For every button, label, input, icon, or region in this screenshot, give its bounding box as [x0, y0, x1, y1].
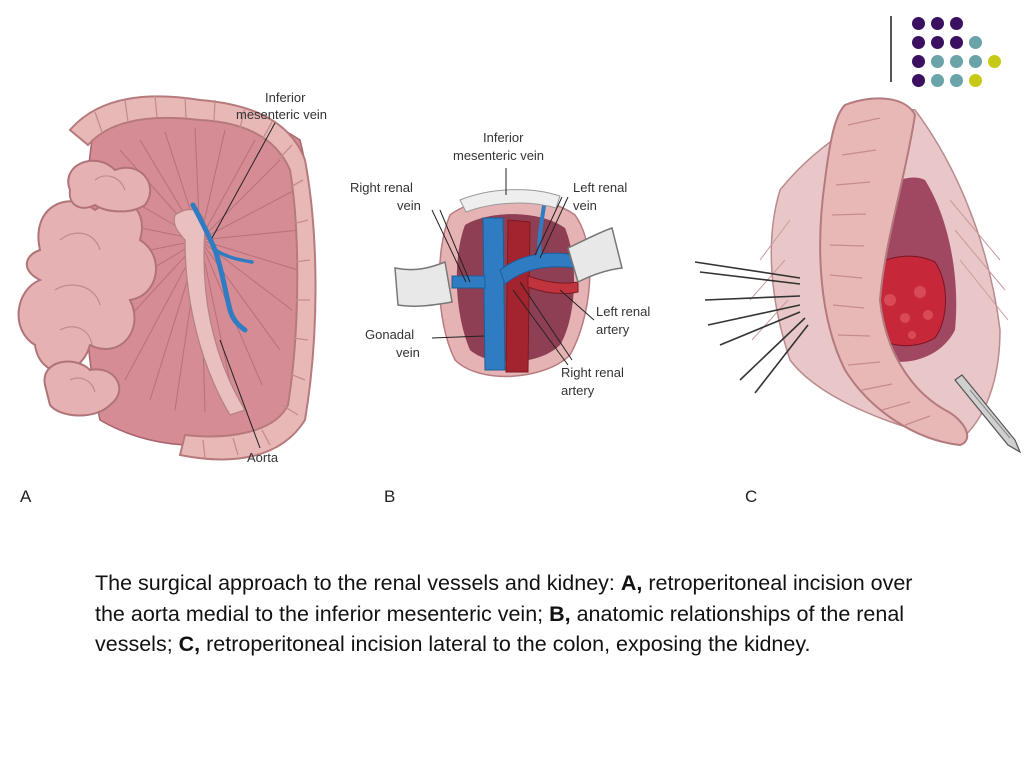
small-bowel-folds	[54, 175, 126, 393]
label-left-renal-vein-line2: vein	[573, 198, 597, 213]
label-a-imv-line2: mesenteric vein	[236, 107, 327, 122]
caption-a-label: A,	[620, 571, 643, 595]
colon-haustra-c	[829, 117, 931, 426]
label-b-imv-line2: mesenteric vein	[453, 148, 544, 163]
colon-reflected	[819, 97, 969, 447]
leader-line-a-imv	[211, 122, 276, 239]
retractor-right	[567, 227, 623, 284]
colon-frame	[68, 95, 317, 461]
vena-cava	[482, 217, 506, 371]
decor-dot	[950, 55, 963, 68]
caption-b-label: B,	[549, 601, 571, 626]
retractor-top	[459, 189, 561, 213]
label-a-imv-line1: Inferior	[265, 90, 306, 105]
decor-dot	[969, 55, 982, 68]
panel-letter-a: A	[20, 487, 32, 506]
decor-dot	[931, 74, 944, 87]
decor-dot	[950, 17, 963, 30]
decor-dot	[912, 74, 925, 87]
retractor-left	[394, 260, 453, 307]
label-right-renal-artery-line1: Right renal	[561, 365, 624, 380]
anatomy-figure: Inferior mesenteric vein Aorta A	[17, 90, 1022, 506]
left-renal-artery	[527, 275, 579, 295]
decor-dot	[969, 74, 982, 87]
label-a-aorta: Aorta	[247, 450, 279, 465]
decor-dot	[950, 36, 963, 49]
decor-dot	[931, 36, 944, 49]
right-renal-vein	[451, 275, 486, 289]
panel-b-illustration: Inferior mesenteric vein Right renal vei…	[350, 130, 650, 506]
figure-caption: The surgical approach to the renal vesse…	[95, 568, 935, 660]
decor-dot	[912, 55, 925, 68]
label-left-renal-vein-line1: Left renal	[573, 180, 627, 195]
colon-haustra	[94, 95, 311, 459]
panel-c-illustration: C	[694, 97, 1022, 506]
leader-lines-b	[431, 168, 595, 366]
decor-dot	[931, 17, 944, 30]
label-right-renal-vein-line1: Right renal	[350, 180, 413, 195]
decor-dot	[969, 36, 982, 49]
decor-dot	[912, 17, 925, 30]
panel-letter-c: C	[745, 487, 757, 506]
decor-dot	[950, 74, 963, 87]
leader-line-a-aorta	[219, 339, 261, 449]
label-left-renal-artery-line2: artery	[596, 322, 630, 337]
caption-b-text: anatomic relationships of the renal vess…	[95, 601, 905, 657]
decor-vertical-line	[890, 16, 892, 82]
label-right-renal-artery-line2: artery	[561, 383, 595, 398]
label-gonadal-vein-line1: Gonadal	[365, 327, 414, 342]
panel-a-illustration: Inferior mesenteric vein Aorta A	[17, 90, 327, 506]
caption-intro: The surgical approach to the renal vesse…	[95, 571, 621, 595]
imv-branch-a	[213, 248, 254, 264]
decor-dot	[988, 55, 1001, 68]
label-b-imv-line1: Inferior	[483, 130, 524, 145]
label-left-renal-artery-line1: Left renal	[596, 304, 650, 319]
caption-c-label: C,	[178, 632, 201, 656]
scalpel	[954, 374, 1022, 454]
decor-dot	[931, 55, 944, 68]
corner-dot-decoration	[0, 0, 1024, 90]
label-right-renal-vein-line2: vein	[397, 198, 421, 213]
small-bowel-loops	[17, 159, 157, 417]
panel-letter-b: B	[384, 487, 395, 506]
caption-c-text: retroperitoneal incision lateral to the …	[200, 632, 811, 656]
caption-a-text: retroperitoneal incision over the aorta …	[95, 571, 913, 626]
inferior-mesenteric-vein-a	[190, 202, 248, 333]
label-gonadal-vein-line2: vein	[396, 345, 420, 360]
stay-sutures	[694, 261, 809, 394]
decor-dot	[912, 36, 925, 49]
perirenal-fat	[884, 286, 933, 339]
